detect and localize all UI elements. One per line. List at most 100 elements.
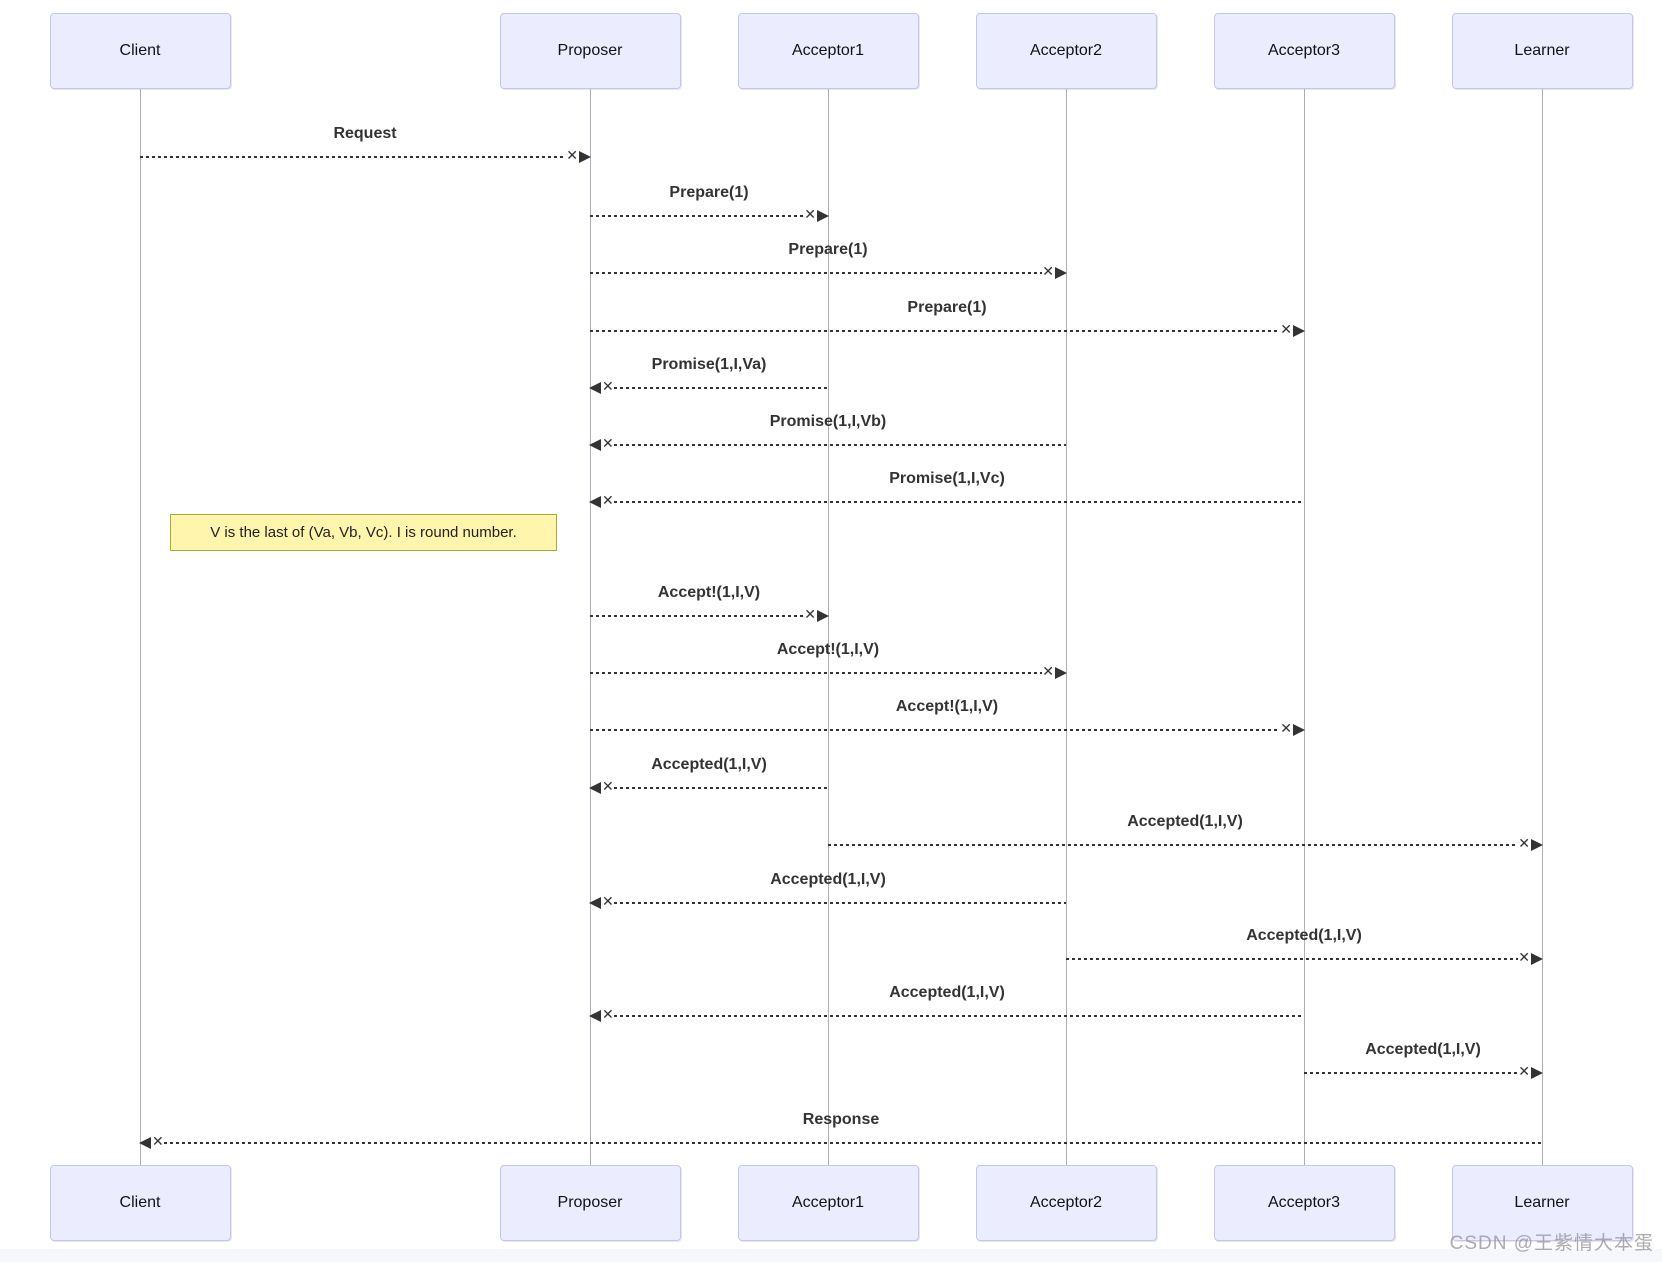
cross-icon: ✕ xyxy=(1518,836,1530,852)
cross-icon: ✕ xyxy=(566,148,578,164)
message-line xyxy=(614,787,828,789)
actor-bottom-acceptor2: Acceptor2 xyxy=(975,1165,1157,1241)
lifeline-acceptor3 xyxy=(1303,89,1305,1165)
message-line xyxy=(614,444,1066,446)
arrowhead-icon xyxy=(589,1010,601,1022)
arrowhead-icon xyxy=(1531,1067,1543,1079)
arrowhead-icon xyxy=(1055,667,1067,679)
arrowhead-icon xyxy=(579,151,591,163)
cross-icon: ✕ xyxy=(804,207,816,223)
arrowhead-icon xyxy=(589,782,601,794)
actor-label: Acceptor2 xyxy=(1029,1194,1103,1211)
cross-icon: ✕ xyxy=(1042,264,1054,280)
message-line xyxy=(614,387,828,389)
arrowhead-icon xyxy=(817,610,829,622)
lifeline-proposer xyxy=(589,89,591,1165)
arrowhead-icon xyxy=(589,496,601,508)
message-label: Accepted(1,I,V) xyxy=(889,984,1005,1001)
message-label: Response xyxy=(802,1111,880,1128)
lifeline-learner xyxy=(1541,89,1543,1165)
actor-label: Acceptor3 xyxy=(1267,1194,1341,1211)
message-label: Accept!(1,I,V) xyxy=(776,641,880,658)
actor-top-learner: Learner xyxy=(1451,13,1633,89)
actor-bottom-proposer: Proposer xyxy=(499,1165,681,1241)
message-label: Prepare(1) xyxy=(907,299,987,316)
arrowhead-icon xyxy=(589,382,601,394)
message-line xyxy=(614,1015,1304,1017)
actor-bottom-learner: Learner xyxy=(1451,1165,1633,1241)
message-line xyxy=(590,615,804,617)
message-label: Accepted(1,I,V) xyxy=(1365,1041,1481,1058)
message-line xyxy=(590,272,1042,274)
watermark: CSDN @王紫情大本蛋 xyxy=(1449,1233,1654,1254)
message-line xyxy=(828,844,1518,846)
message-line xyxy=(614,902,1066,904)
message-label: Promise(1,I,Va) xyxy=(651,356,767,373)
cross-icon: ✕ xyxy=(1280,322,1292,338)
arrowhead-icon xyxy=(1293,325,1305,337)
message-label: Prepare(1) xyxy=(788,241,868,258)
actor-top-acceptor1: Acceptor1 xyxy=(737,13,919,89)
actor-label: Client xyxy=(119,1194,161,1211)
cross-icon: ✕ xyxy=(602,1007,614,1023)
actor-label: Acceptor3 xyxy=(1267,42,1341,59)
cross-icon: ✕ xyxy=(1280,721,1292,737)
message-label: Promise(1,I,Vb) xyxy=(769,413,887,430)
message-line xyxy=(590,330,1280,332)
arrowhead-icon xyxy=(139,1137,151,1149)
actor-label: Learner xyxy=(1514,42,1570,59)
note-text: V is the last of (Va, Vb, Vc). I is roun… xyxy=(210,524,517,541)
lifeline-client xyxy=(139,89,141,1165)
message-label: Prepare(1) xyxy=(669,184,749,201)
message-line xyxy=(1304,1072,1518,1074)
actor-label: Client xyxy=(119,42,161,59)
message-line xyxy=(614,501,1304,503)
lifeline-acceptor2 xyxy=(1065,89,1067,1165)
bottom-strip xyxy=(0,1249,1662,1262)
message-label: Request xyxy=(333,125,397,142)
actor-top-client: Client xyxy=(49,13,231,89)
actor-label: Proposer xyxy=(557,42,623,59)
arrowhead-icon xyxy=(1055,267,1067,279)
message-label: Accepted(1,I,V) xyxy=(1127,813,1243,830)
message-line xyxy=(590,672,1042,674)
actor-label: Acceptor1 xyxy=(791,42,865,59)
message-label: Accepted(1,I,V) xyxy=(1246,927,1362,944)
actor-bottom-acceptor1: Acceptor1 xyxy=(737,1165,919,1241)
actor-bottom-client: Client xyxy=(49,1165,231,1241)
cross-icon: ✕ xyxy=(602,493,614,509)
message-line xyxy=(590,215,804,217)
message-label: Accept!(1,I,V) xyxy=(657,584,761,601)
note-box: V is the last of (Va, Vb, Vc). I is roun… xyxy=(170,514,557,551)
lifeline-acceptor1 xyxy=(827,89,829,1165)
actor-label: Learner xyxy=(1514,1194,1570,1211)
cross-icon: ✕ xyxy=(804,607,816,623)
message-line xyxy=(140,156,566,158)
message-label: Accepted(1,I,V) xyxy=(651,756,767,773)
arrowhead-icon xyxy=(1531,839,1543,851)
actor-top-acceptor2: Acceptor2 xyxy=(975,13,1157,89)
arrowhead-icon xyxy=(589,439,601,451)
message-label: Promise(1,I,Vc) xyxy=(889,470,1005,487)
actor-label: Proposer xyxy=(557,1194,623,1211)
message-line xyxy=(164,1142,1542,1144)
cross-icon: ✕ xyxy=(1518,1064,1530,1080)
arrowhead-icon xyxy=(589,897,601,909)
message-line xyxy=(1066,958,1518,960)
cross-icon: ✕ xyxy=(1042,664,1054,680)
actor-top-acceptor3: Acceptor3 xyxy=(1213,13,1395,89)
arrowhead-icon xyxy=(1531,953,1543,965)
actor-bottom-acceptor3: Acceptor3 xyxy=(1213,1165,1395,1241)
message-line xyxy=(590,729,1280,731)
actor-top-proposer: Proposer xyxy=(499,13,681,89)
cross-icon: ✕ xyxy=(1518,950,1530,966)
cross-icon: ✕ xyxy=(602,894,614,910)
actor-label: Acceptor2 xyxy=(1029,42,1103,59)
arrowhead-icon xyxy=(817,210,829,222)
cross-icon: ✕ xyxy=(602,779,614,795)
message-label: Accept!(1,I,V) xyxy=(895,698,999,715)
cross-icon: ✕ xyxy=(602,436,614,452)
actor-label: Acceptor1 xyxy=(791,1194,865,1211)
cross-icon: ✕ xyxy=(152,1134,164,1150)
